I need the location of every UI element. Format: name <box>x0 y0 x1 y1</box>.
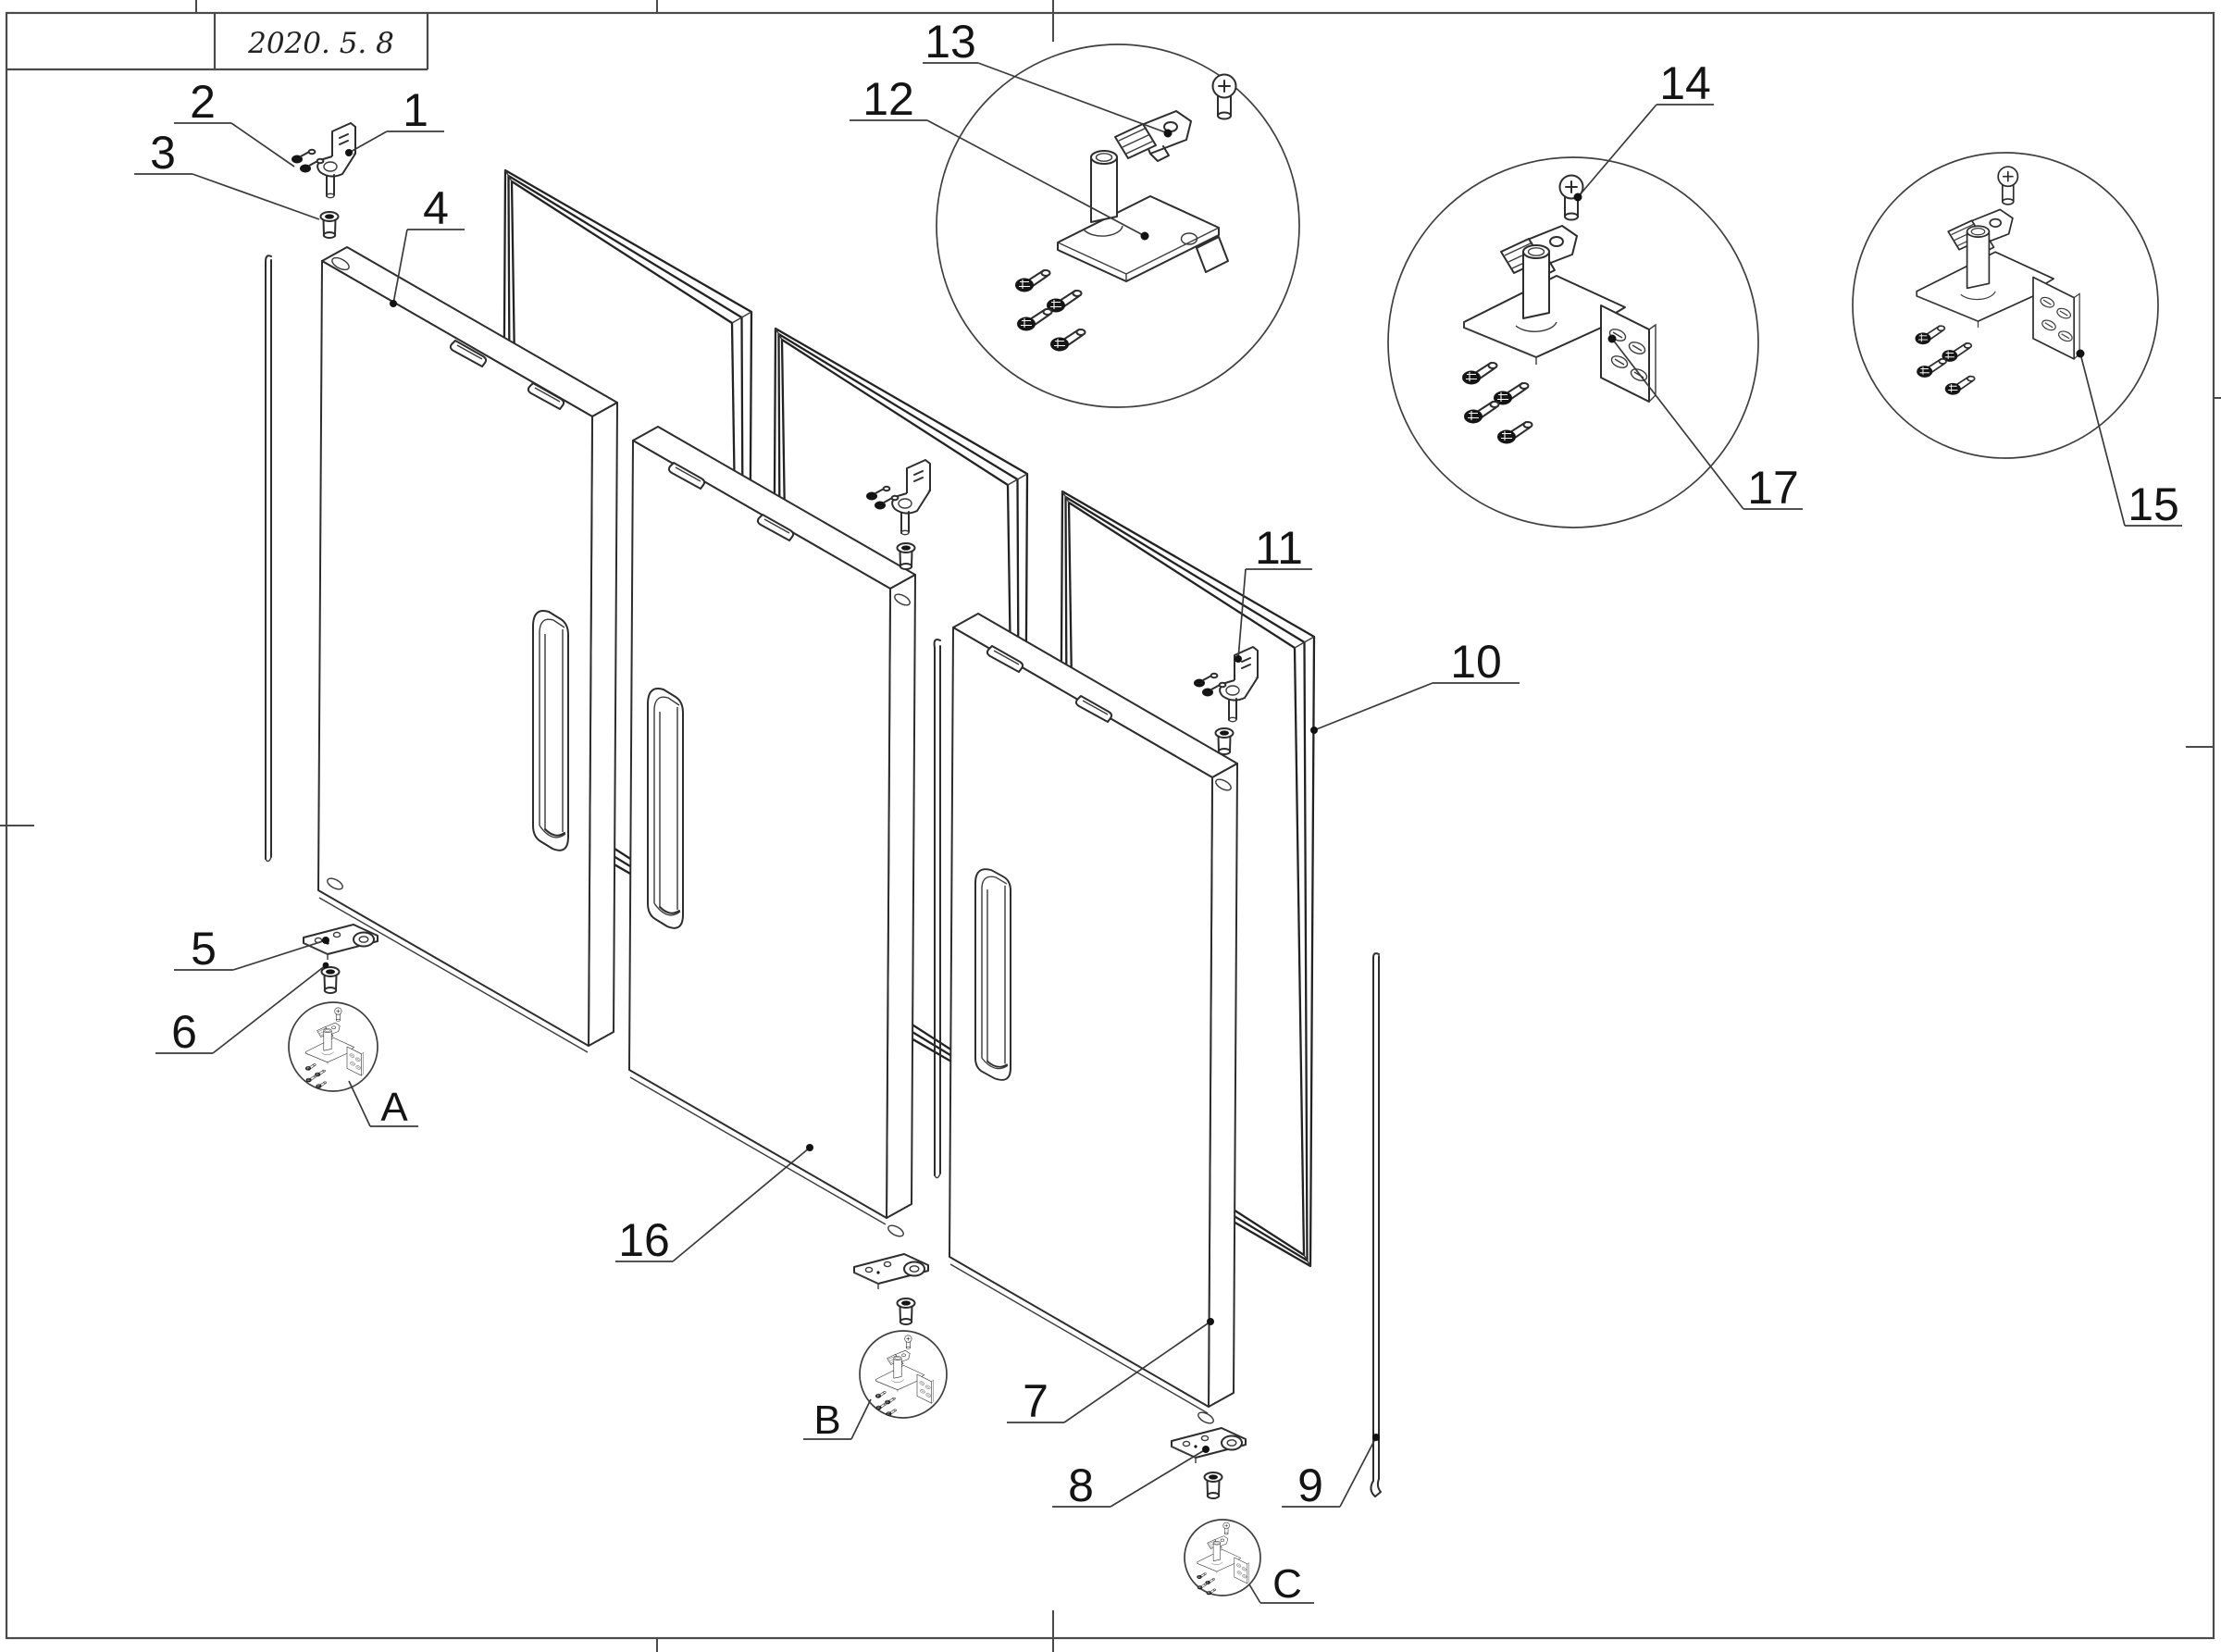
callout-1: 1 <box>403 84 428 136</box>
callout-2: 2 <box>190 76 216 128</box>
callout-13: 13 <box>924 16 976 68</box>
callout-4: 4 <box>423 182 449 234</box>
detail-circle-c <box>1184 1519 1261 1596</box>
title-block-date: 2020. 5. 8 <box>247 27 394 60</box>
bottom-hinge-set-door1 <box>303 924 378 994</box>
callout-detail-b: B <box>813 1397 840 1443</box>
detail-circle-a <box>288 1001 378 1092</box>
callout-14: 14 <box>1659 57 1711 109</box>
heater-rod-left <box>265 255 272 863</box>
detail-circle-right-hinge <box>1852 152 2159 459</box>
callout-labels: 1 2 3 4 5 6 7 8 9 10 11 12 13 14 15 16 1… <box>150 16 2179 1607</box>
callout-6: 6 <box>171 1006 197 1058</box>
heater-rod-middle <box>933 639 941 1179</box>
callout-15: 15 <box>2128 478 2179 530</box>
callout-5: 5 <box>191 923 217 975</box>
callout-detail-c: C <box>1272 1561 1302 1607</box>
detail-circle-mid-hinge <box>1387 156 1759 528</box>
callout-3: 3 <box>150 127 176 179</box>
door-panel-3 <box>949 613 1238 1424</box>
door-panel-2 <box>628 426 916 1237</box>
bottom-hinge-set-door2 <box>853 1253 929 1325</box>
callout-9: 9 <box>1297 1459 1323 1511</box>
callout-7: 7 <box>1023 1375 1048 1427</box>
detail-circle-b <box>859 1330 948 1419</box>
top-hinge-set-door3 <box>1193 646 1259 755</box>
title-block: 2020. 5. 8 <box>6 13 429 71</box>
detail-circle-top-hinge <box>936 43 1300 408</box>
callout-detail-a: A <box>380 1085 408 1130</box>
callout-16: 16 <box>618 1214 670 1266</box>
callout-17: 17 <box>1747 462 1799 514</box>
callout-10: 10 <box>1450 636 1502 688</box>
callout-8: 8 <box>1068 1459 1094 1511</box>
top-hinge-set-door1 <box>291 122 356 239</box>
callout-11: 11 <box>1255 522 1303 574</box>
callout-12: 12 <box>862 73 914 125</box>
heater-rod-right <box>1370 952 1382 1497</box>
callout-leaders <box>134 62 2182 1604</box>
